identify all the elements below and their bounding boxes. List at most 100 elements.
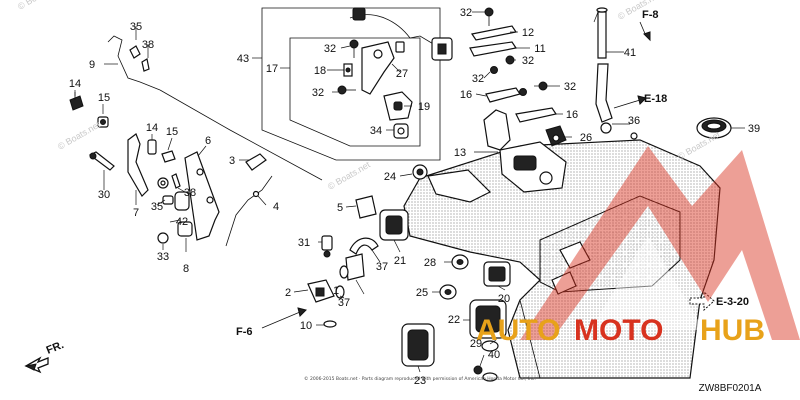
callout-8: 8 [183,263,189,275]
callout-29: 29 [470,338,482,350]
watermark-moto: MOTO [574,314,663,347]
callout-19: 19 [418,101,430,113]
callout-16-left: 16 [460,89,472,101]
reference-arrows [24,21,715,374]
callout-37-lower: 37 [338,297,350,309]
watermark-logo [520,146,800,340]
cap-33 [157,232,169,244]
harness-box-group [261,7,453,161]
callout-7: 7 [133,207,139,219]
callout-14-left: 14 [69,78,81,90]
callout-12: 12 [522,27,534,39]
nut-24 [412,164,428,180]
callout-15-mid: 15 [166,126,178,138]
lower-case-inner [539,195,681,293]
ref-arrow-e18 [613,95,647,109]
callout-38-top: 38 [142,39,154,51]
plate-12 [471,25,517,41]
ref-fr: FR. [45,339,66,357]
clip-36-right [600,122,612,134]
callout-15-left: 15 [98,92,110,104]
hose-group [593,7,638,140]
plug-25 [439,284,457,300]
bolt-14-left [69,92,84,111]
callout-17: 17 [266,63,278,75]
front-arrow [24,356,49,374]
clip-26 [545,125,567,147]
ref-arrow-f6 [261,307,307,329]
callout-38-mid: 38 [184,187,196,199]
callout-41: 41 [624,47,636,59]
clip-38-mid [171,173,181,189]
plate-22 [469,299,507,339]
valve-2 [307,279,335,303]
plate-16-left [485,87,521,103]
watermark-hub: HUB [700,314,765,347]
ref-f6: F-6 [236,326,253,338]
watermark-side-1: © Boats.net [16,0,62,12]
bolt-32-box-low [337,85,356,95]
ref-e18: E-18 [644,93,667,105]
rod-4 [225,175,273,247]
tab-5 [355,195,377,219]
mid-left-group [307,195,379,328]
bracket-box-43 [261,7,441,161]
collar-15-mid [161,150,176,163]
bracket-box-17 [289,37,421,147]
callout-32-box-top: 32 [324,43,336,55]
callouts: 1 2 3 4 5 6 7 8 9 10 11 12 13 14 14 15 1… [69,7,760,387]
hose-1 [345,253,365,281]
collar-15-left [97,116,109,128]
bracket-13-plate [483,109,511,151]
block-20 [483,261,511,287]
plate-11 [469,41,518,57]
bolt-32-box-top [349,39,359,58]
callout-9: 9 [89,59,95,71]
callout-36: 36 [628,115,640,127]
callout-40: 40 [488,349,500,361]
callout-32-mid: 32 [472,73,484,85]
callout-26: 26 [580,132,592,144]
callout-39: 39 [748,123,760,135]
callout-13: 13 [454,147,466,159]
callout-10: 10 [300,320,312,332]
callout-35-top: 35 [130,21,142,33]
clip-3 [245,153,267,171]
plate-23 [401,323,435,367]
washer-10 [323,320,337,328]
callout-11: 11 [534,43,545,55]
callout-32-right: 32 [564,81,576,93]
callout-24: 24 [384,171,396,183]
diagram-code: ZW8BF0201A [699,383,762,394]
actuator-group [379,109,567,300]
callout-21: 21 [394,255,406,267]
callout-32-top-right: 32 [522,55,534,67]
callout-14-mid: 14 [146,122,158,134]
bolt-30 [88,151,115,171]
callout-33: 33 [157,251,169,263]
sensor-31 [321,235,333,258]
bolt-40 [473,365,498,382]
plate-6 [184,151,220,241]
bolt-32-right [519,81,548,96]
watermark-side-3: © Boats.net [326,159,372,191]
callout-16-right: 16 [566,109,578,121]
ref-e320: E-3-20 [716,296,749,308]
lever-7 [127,133,149,197]
ref-f8: F-8 [642,9,659,21]
callout-20: 20 [498,293,510,305]
cap-34 [393,123,409,139]
leader-lines [74,11,745,373]
callout-3: 3 [229,155,235,167]
seal-29 [481,340,499,352]
reference-labels: F-8 E-18 F-6 E-3-20 FR. [45,9,749,357]
callout-32-box-low: 32 [312,87,324,99]
connector-top [352,7,453,61]
bush-42 [174,191,193,237]
callout-34: 34 [370,125,382,137]
callout-32-top: 32 [460,7,472,19]
clip-ring-small [630,132,638,140]
clamp-37-lower [335,285,345,299]
ref-arrow-f8 [639,21,651,42]
footer: © 2006-2015 Boats.net · Parts diagram re… [304,375,762,394]
